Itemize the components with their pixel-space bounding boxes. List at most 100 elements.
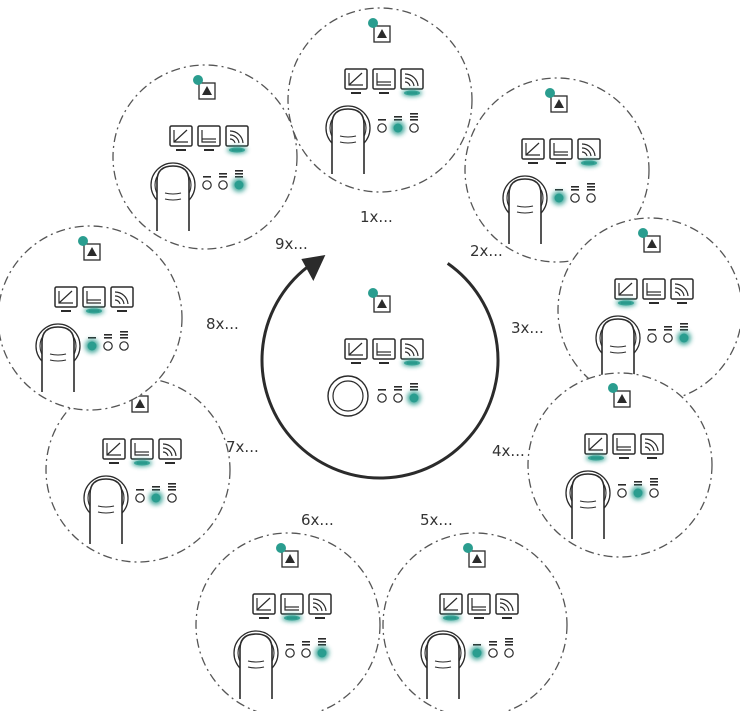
level-mid-icon bbox=[631, 481, 645, 500]
step-graph-icon bbox=[372, 338, 396, 364]
level-low-icon bbox=[135, 489, 145, 503]
step-label-1: 1x... bbox=[360, 208, 393, 226]
level-mid-icon bbox=[103, 334, 113, 351]
linear-graph-icon bbox=[344, 338, 368, 364]
round-button-icon bbox=[327, 375, 369, 417]
level-high-icon bbox=[409, 113, 419, 133]
linear-graph-icon bbox=[584, 433, 608, 462]
step-label-4: 4x... bbox=[492, 442, 525, 460]
level-high-icon bbox=[407, 383, 421, 405]
level-high-icon bbox=[232, 170, 246, 192]
button-lock-icon bbox=[638, 228, 661, 253]
finger-press-icon bbox=[150, 162, 196, 231]
status-dot bbox=[368, 18, 378, 28]
linear-graph-icon bbox=[521, 138, 545, 164]
step-graph-icon bbox=[130, 438, 154, 467]
linear-graph-icon bbox=[439, 593, 463, 622]
status-dot bbox=[638, 228, 648, 238]
button-lock-icon bbox=[78, 236, 101, 261]
level-high-icon bbox=[315, 638, 329, 660]
level-low-icon bbox=[647, 329, 657, 343]
signal-wave-icon bbox=[670, 278, 694, 304]
step-circle-3 bbox=[557, 217, 740, 403]
level-mid-icon bbox=[149, 486, 163, 505]
button-lock-icon bbox=[276, 543, 299, 568]
step-label-5: 5x... bbox=[420, 511, 453, 529]
level-mid-icon bbox=[488, 641, 498, 658]
cycle-arrow-group bbox=[260, 255, 500, 480]
level-low-icon bbox=[552, 189, 566, 205]
step-circle-4 bbox=[527, 372, 713, 558]
level-mid-icon bbox=[391, 116, 405, 135]
step-label-9: 9x... bbox=[275, 235, 308, 253]
level-mid-icon bbox=[301, 641, 311, 658]
signal-wave-icon bbox=[308, 593, 332, 619]
linear-graph-icon bbox=[252, 593, 276, 619]
signal-wave-icon bbox=[400, 68, 424, 97]
step-graph-icon bbox=[82, 286, 106, 315]
signal-wave-icon bbox=[640, 433, 664, 459]
step-graph-icon bbox=[280, 593, 304, 622]
level-low-icon bbox=[377, 119, 387, 133]
status-dot bbox=[608, 383, 618, 393]
button-lock-icon bbox=[545, 88, 568, 113]
linear-graph-icon bbox=[614, 278, 638, 307]
level-low-icon bbox=[470, 644, 484, 660]
step-label-3: 3x... bbox=[511, 319, 544, 337]
level-high-icon bbox=[167, 483, 177, 503]
level-low-icon bbox=[85, 337, 99, 353]
finger-press-icon bbox=[595, 315, 641, 384]
finger-press-icon bbox=[233, 630, 279, 699]
step-graph-icon bbox=[197, 125, 221, 151]
level-mid-icon bbox=[663, 326, 673, 343]
button-lock-icon bbox=[368, 288, 391, 313]
button-lock-icon bbox=[608, 383, 631, 408]
step-graph-icon bbox=[549, 138, 573, 164]
arrow-head bbox=[301, 255, 326, 282]
status-dot bbox=[463, 543, 473, 553]
button-lock-icon bbox=[193, 75, 216, 100]
level-low-icon bbox=[377, 389, 387, 403]
step-label-7: 7x... bbox=[226, 438, 259, 456]
finger-press-icon bbox=[83, 475, 129, 544]
center-panel bbox=[327, 288, 424, 417]
step-label-2: 2x... bbox=[470, 242, 503, 260]
level-high-icon bbox=[649, 478, 659, 498]
button-lock-icon bbox=[463, 543, 486, 568]
linear-graph-icon bbox=[54, 286, 78, 312]
step-graph-icon bbox=[642, 278, 666, 304]
level-high-icon bbox=[119, 331, 129, 351]
linear-graph-icon bbox=[344, 68, 368, 94]
step-circle-5 bbox=[382, 532, 568, 711]
level-low-icon bbox=[285, 644, 295, 658]
status-dot bbox=[368, 288, 378, 298]
level-mid-icon bbox=[570, 186, 580, 203]
finger-press-icon bbox=[502, 175, 548, 244]
step-circle-9 bbox=[112, 64, 298, 250]
step-circle-2 bbox=[464, 77, 650, 263]
level-high-icon bbox=[586, 183, 596, 203]
step-graph-icon bbox=[467, 593, 491, 619]
step-label-8: 8x... bbox=[206, 315, 239, 333]
level-high-icon bbox=[677, 323, 691, 345]
level-high-icon bbox=[504, 638, 514, 658]
signal-wave-icon bbox=[577, 138, 601, 167]
signal-wave-icon bbox=[400, 338, 424, 367]
clockwise-arrow-icon bbox=[260, 262, 500, 480]
step-circle-8 bbox=[0, 225, 183, 411]
level-low-icon bbox=[202, 176, 212, 190]
signal-wave-icon bbox=[158, 438, 182, 464]
status-dot bbox=[193, 75, 203, 85]
step-circle-6 bbox=[195, 532, 381, 711]
signal-wave-icon bbox=[495, 593, 519, 619]
step-graph-icon bbox=[612, 433, 636, 459]
status-dot bbox=[78, 236, 88, 246]
step-circles bbox=[0, 7, 740, 711]
level-low-icon bbox=[617, 484, 627, 498]
linear-graph-icon bbox=[102, 438, 126, 464]
finger-press-icon bbox=[420, 630, 466, 699]
signal-wave-icon bbox=[225, 125, 249, 154]
step-graph-icon bbox=[372, 68, 396, 94]
finger-press-icon bbox=[35, 323, 81, 392]
